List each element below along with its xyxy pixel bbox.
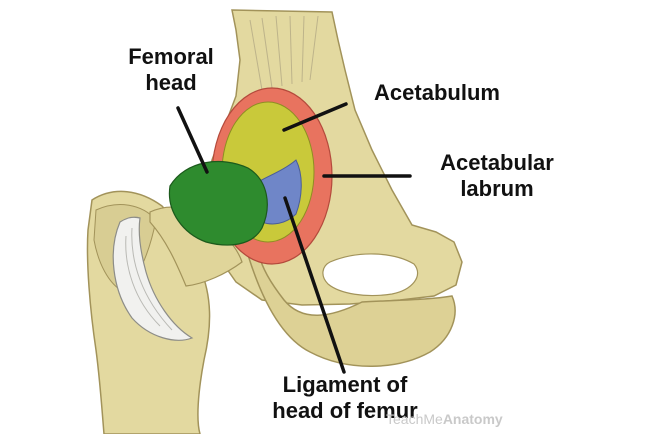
leader-ligament bbox=[283, 196, 346, 374]
label-acetabulum-text: Acetabulum bbox=[374, 80, 500, 105]
label-ligament-line2: head of femur bbox=[272, 398, 418, 423]
label-femoral-head-line2: head bbox=[145, 70, 197, 95]
leader-lines bbox=[176, 102, 412, 374]
label-acetabular-labrum-line2: labrum bbox=[460, 176, 534, 201]
label-acetabular-labrum-line1: Acetabular bbox=[440, 150, 554, 175]
capsular-band-fibres bbox=[125, 227, 173, 331]
iliofemoral-fibres bbox=[249, 15, 319, 91]
leader-acetabulum bbox=[282, 102, 348, 132]
capsular-band bbox=[112, 216, 194, 341]
label-acetabulum: Acetabulum bbox=[342, 80, 532, 106]
obturator-foramen bbox=[322, 253, 419, 297]
leader-femoral-head bbox=[176, 106, 209, 174]
label-femoral-head-line1: Femoral bbox=[128, 44, 214, 69]
femoral-head-shape bbox=[168, 161, 268, 246]
watermark-regular: TeachMe bbox=[386, 411, 443, 427]
ischium-bone bbox=[247, 251, 456, 367]
label-ligament-line1: Ligament of bbox=[282, 372, 408, 397]
watermark-bold: Anatomy bbox=[442, 411, 503, 427]
label-femoral-head: Femoral head bbox=[108, 44, 234, 96]
watermark: TeachMeAnatomy bbox=[386, 411, 503, 427]
label-acetabular-labrum: Acetabular labrum bbox=[412, 150, 582, 202]
label-ligament-of-head-of-femur: Ligament of head of femur bbox=[240, 372, 450, 424]
